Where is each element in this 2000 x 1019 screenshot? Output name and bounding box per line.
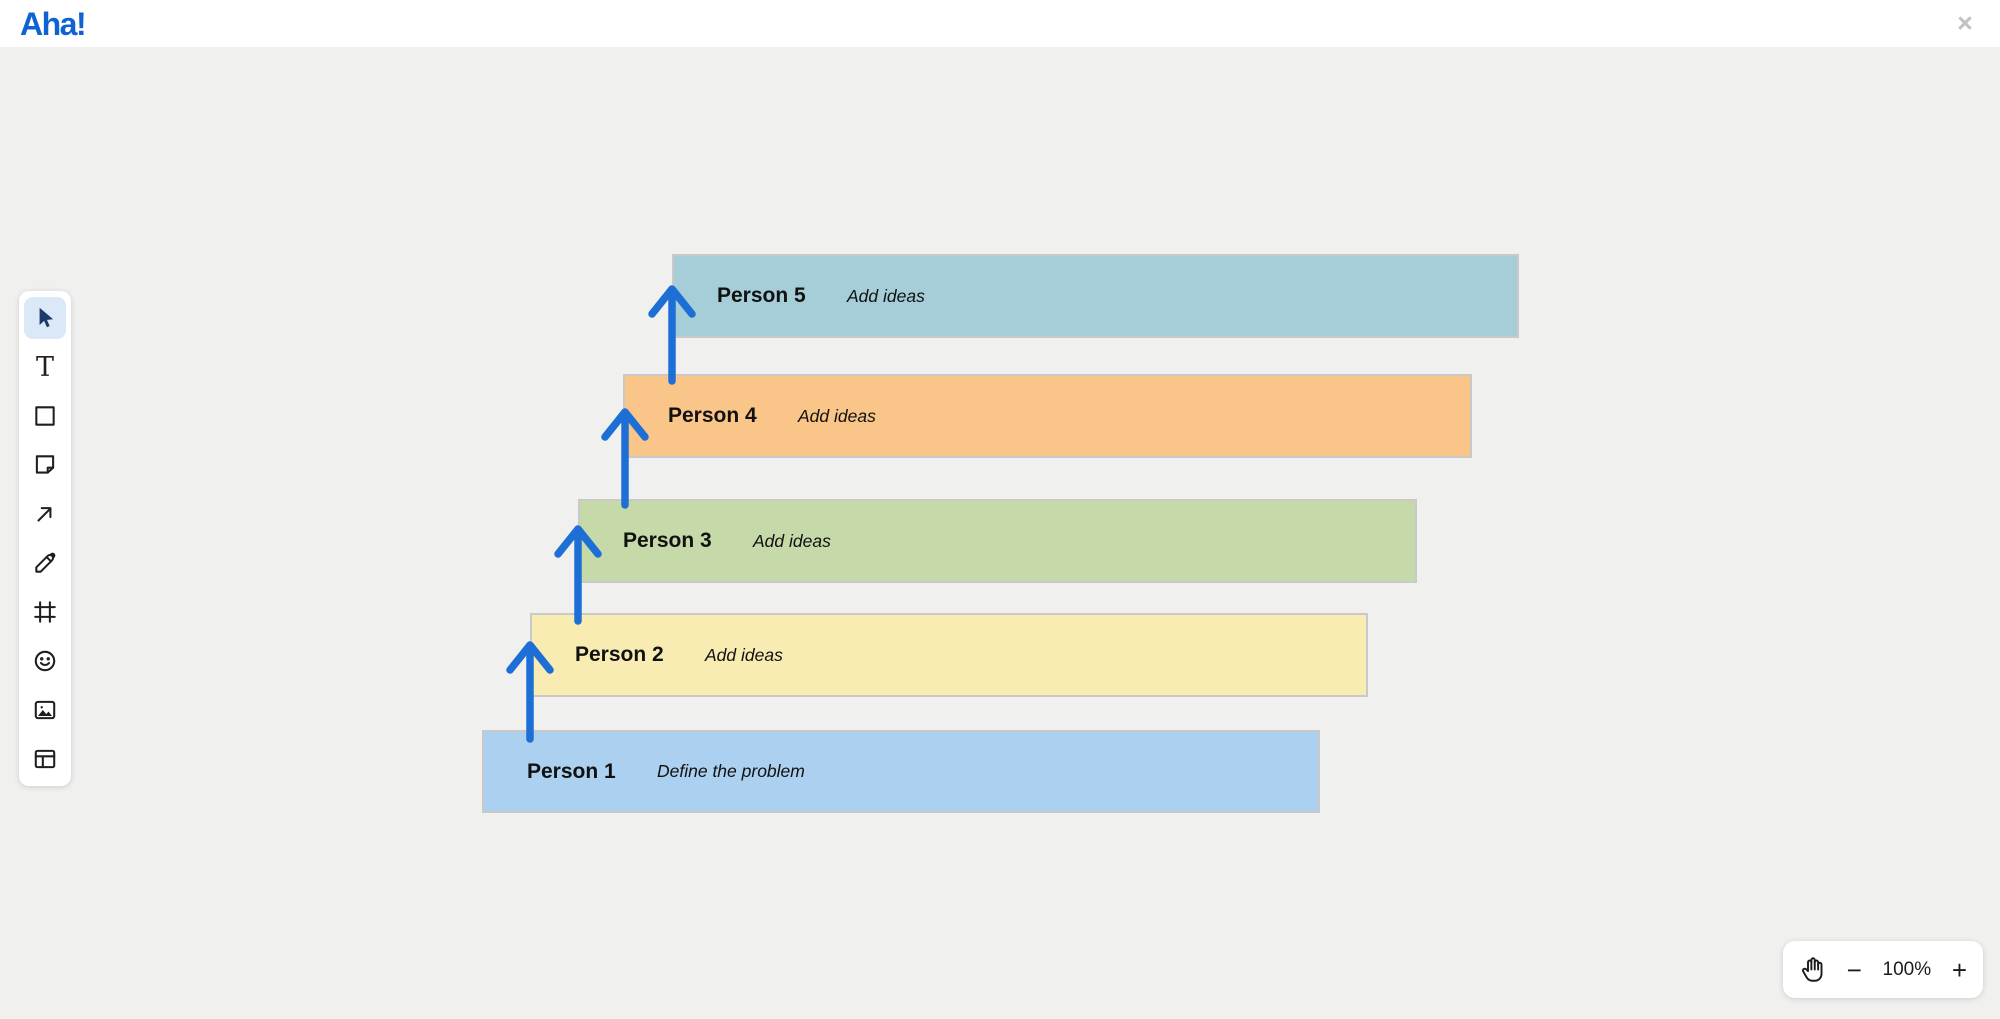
person-note: Add ideas (798, 405, 876, 426)
connector-arrow[interactable] (506, 641, 554, 743)
tool-emoji-button[interactable] (24, 640, 66, 682)
tool-shape-button[interactable] (24, 395, 66, 437)
tool-sticky-note-button[interactable] (24, 444, 66, 486)
layout-icon (34, 749, 56, 769)
plus-icon: + (1951, 954, 1967, 985)
cursor-icon (39, 307, 54, 328)
zoom-out-button[interactable]: − (1847, 957, 1862, 983)
diagonal-arrow-icon (37, 507, 52, 522)
person-label: Person 2 (575, 643, 664, 666)
connector-arrow[interactable] (601, 408, 649, 509)
image-icon (34, 700, 56, 720)
person-note: Add ideas (753, 530, 831, 551)
app-header: Aha! × (0, 0, 2000, 47)
person-label: Person 5 (717, 284, 806, 307)
tool-image-button[interactable] (24, 689, 66, 731)
person-row[interactable]: Person 3 Add ideas (578, 499, 1417, 583)
tool-connector-button[interactable] (24, 493, 66, 535)
aha-logo: Aha! (20, 6, 87, 42)
minus-icon: − (1846, 954, 1862, 985)
person-row[interactable]: Person 4 Add ideas (623, 374, 1472, 458)
emoji-icon (34, 650, 56, 672)
tool-text-button[interactable]: T (24, 346, 66, 388)
tool-select-button[interactable] (24, 297, 66, 339)
sticky-note-icon (35, 455, 55, 474)
square-icon (35, 406, 55, 426)
close-icon[interactable]: × (1948, 6, 1982, 40)
person-label: Person 4 (668, 404, 757, 427)
connector-arrow[interactable] (554, 525, 602, 625)
person-note: Define the problem (657, 761, 805, 781)
zoom-in-button[interactable]: + (1952, 957, 1967, 983)
pan-tool-button[interactable] (1799, 956, 1826, 983)
tool-frame-button[interactable] (24, 591, 66, 633)
person-row[interactable]: Person 5 Add ideas (672, 254, 1519, 338)
tool-template-button[interactable] (24, 738, 66, 780)
connector-arrows-layer (506, 285, 696, 743)
person-row[interactable]: Person 1 Define the problem (482, 730, 1320, 813)
tool-pen-button[interactable] (24, 542, 66, 584)
text-icon: T (35, 351, 54, 383)
hand-icon (1802, 957, 1823, 982)
person-row[interactable]: Person 2 Add ideas (530, 613, 1368, 697)
person-label: Person 1 (527, 759, 616, 783)
pencil-icon (35, 552, 56, 573)
person-label: Person 3 (623, 529, 712, 552)
connector-arrow[interactable] (648, 285, 696, 385)
frame-icon (34, 601, 56, 623)
toolbar: T (19, 291, 71, 786)
person-note: Add ideas (705, 644, 783, 665)
person-note: Add ideas (847, 285, 925, 306)
zoom-level: 100% (1882, 958, 1932, 980)
zoom-controls: − 100% + (1783, 941, 1983, 998)
